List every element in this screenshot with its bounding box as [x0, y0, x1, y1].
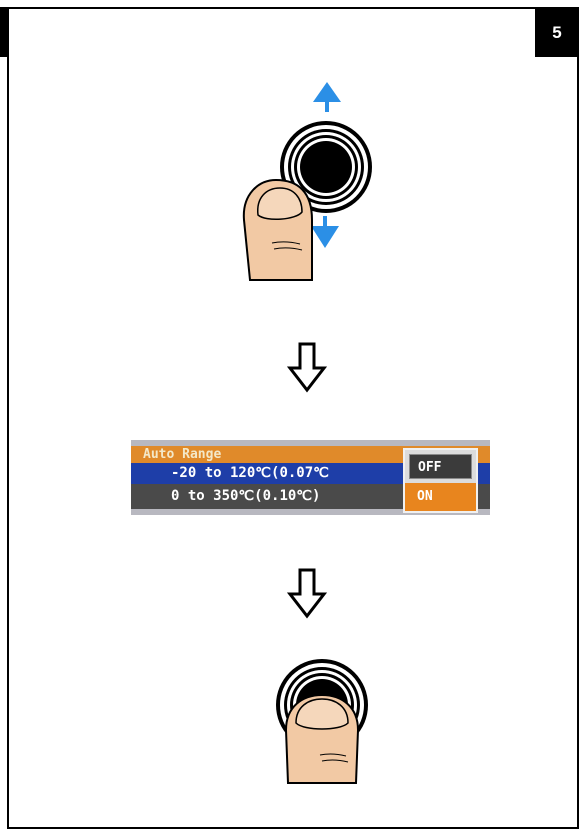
press-knob-icon [262, 655, 382, 785]
thumb-icon [244, 180, 312, 280]
thumb-icon [286, 695, 358, 783]
arrow-down-icon [287, 342, 327, 394]
popup-option-off: OFF [409, 454, 472, 479]
step-number-badge: 5 [535, 9, 579, 57]
page-edge-tab [0, 7, 7, 57]
arrow-down-blue-icon [311, 216, 339, 248]
arrow-down-icon [287, 568, 327, 620]
popup-option-on: ON [405, 483, 476, 511]
rotate-knob-up-down-icon [236, 80, 376, 290]
lcd-screen: Auto Range -20 to 120℃(0.07℃ 0 to 350℃(0… [131, 440, 490, 515]
arrow-up-icon [313, 82, 341, 112]
lcd-popup-menu: OFF ON [403, 448, 478, 513]
